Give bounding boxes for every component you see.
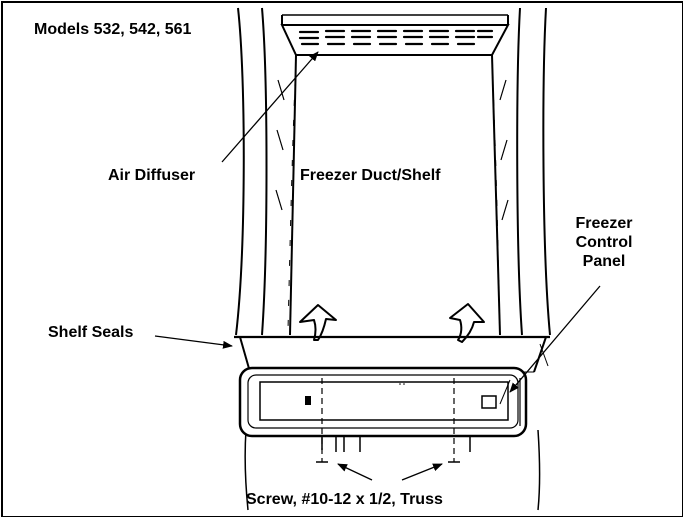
control-panel-line-2: Control xyxy=(575,234,633,251)
air-diffuser xyxy=(280,14,510,56)
indicator-light xyxy=(305,396,311,405)
freezer-control-panel xyxy=(238,366,528,438)
leader-shelf-seals xyxy=(154,335,233,349)
control-panel-line-3: Panel xyxy=(582,253,626,270)
diffuser-slots xyxy=(298,29,494,46)
freezer-control-panel-label: Freezer Control Panel xyxy=(568,214,640,271)
arrow-up-right-icon xyxy=(449,303,485,343)
leader-screw-right xyxy=(401,463,443,481)
control-button xyxy=(481,395,497,409)
leader-control-panel xyxy=(509,285,601,393)
screw-label: Screw, #10-12 x 1/2, Truss xyxy=(246,491,443,508)
cabinet-outline xyxy=(235,7,551,511)
leader-lines xyxy=(154,51,601,481)
shelf-seals-label: Shelf Seals xyxy=(48,324,134,341)
control-panel-line-1: Freezer xyxy=(575,215,633,232)
panel-tabs xyxy=(321,437,471,452)
leader-air-diffuser xyxy=(221,51,319,163)
arrow-up-left-icon xyxy=(299,304,337,341)
air-diffuser-label: Air Diffuser xyxy=(108,167,196,184)
models-label: Models 532, 542, 561 xyxy=(34,21,192,38)
freezer-duct-shelf-label: Freezer Duct/Shelf xyxy=(300,167,441,184)
freezer-duct-shelf xyxy=(275,54,509,336)
leader-screw-left xyxy=(337,463,373,481)
